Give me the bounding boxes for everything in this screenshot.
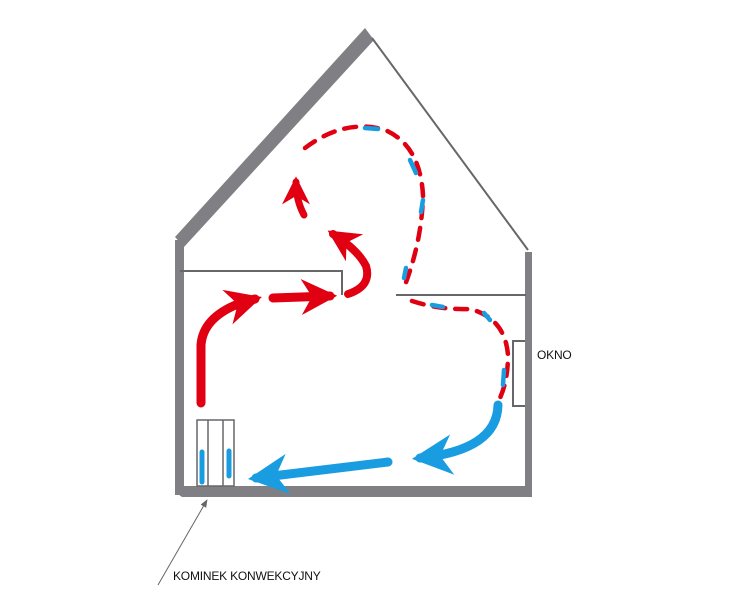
mixed-air-dashed-lower <box>409 298 511 401</box>
left-roof-wall <box>175 28 374 247</box>
convection-fireplace <box>196 419 235 487</box>
cool-air-arrow <box>247 453 393 495</box>
mixed-air-dashed-loop <box>302 124 426 288</box>
right-roof-line <box>371 37 529 251</box>
cool-air-arrow <box>411 400 503 475</box>
warm-air-arrow <box>327 230 372 298</box>
warm-air-flow <box>196 124 511 408</box>
window-label: OKNO <box>537 348 572 362</box>
left-mezzanine <box>180 270 343 295</box>
cool-air-flow <box>247 400 503 495</box>
warm-air-arrow <box>282 176 311 219</box>
cooling-segments <box>362 125 507 388</box>
warm-air-arrow <box>196 289 262 408</box>
left-wall <box>175 240 184 495</box>
right-wall <box>525 252 532 495</box>
fireplace-pointer-arrow <box>157 499 208 586</box>
warm-air-arrow <box>268 279 338 315</box>
fireplace-label: KOMINEK KONWEKCYJNY <box>173 569 321 583</box>
floor <box>175 486 532 497</box>
window <box>512 340 525 407</box>
